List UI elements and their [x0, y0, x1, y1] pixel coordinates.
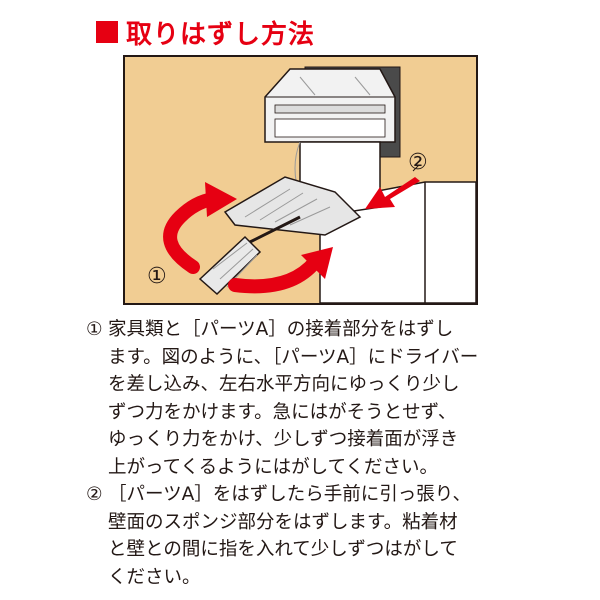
callout-1-label: ① — [147, 264, 167, 289]
callout-2: ② — [408, 150, 428, 175]
step-1: ① 家具類と［パーツA］の接着部分をはずし ます。図のように、［パーツA］にドラ… — [86, 316, 516, 481]
step-2-text: ［パーツA］をはずしたら手前に引っ張り、 壁面のスポンジ部分をはずします。粘着材… — [108, 484, 472, 588]
rotation-arrow-left-head — [205, 182, 237, 217]
rotation-arrows — [163, 182, 333, 294]
part-a-device — [223, 68, 396, 236]
illustration-svg: ① ② — [125, 57, 476, 303]
instructions: ① 家具類と［パーツA］の接着部分をはずし ます。図のように、［パーツA］にドラ… — [86, 316, 516, 591]
screwdriver — [198, 215, 301, 296]
step-1-text: 家具類と［パーツA］の接着部分をはずし ます。図のように、［パーツA］にドライバ… — [108, 319, 479, 478]
rotation-arrow-right-head — [301, 247, 333, 279]
heading-title: 取りはずし方法 — [126, 19, 316, 50]
rotation-arrow-left — [163, 192, 220, 274]
removal-illustration: ① ② — [123, 55, 478, 305]
callout-1: ① — [147, 264, 167, 289]
step-1-number: ① — [86, 319, 103, 340]
pull-arrow — [365, 177, 420, 209]
step-2-number: ② — [86, 484, 103, 505]
callout-2-label: ② — [408, 150, 428, 175]
rotation-arrow-right — [228, 255, 322, 294]
heading-marker-square — [96, 21, 118, 43]
section-heading: 取りはずし方法 — [96, 14, 315, 50]
step-2: ② ［パーツA］をはずしたら手前に引っ張り、 壁面のスポンジ部分をはずします。粘… — [86, 481, 516, 591]
